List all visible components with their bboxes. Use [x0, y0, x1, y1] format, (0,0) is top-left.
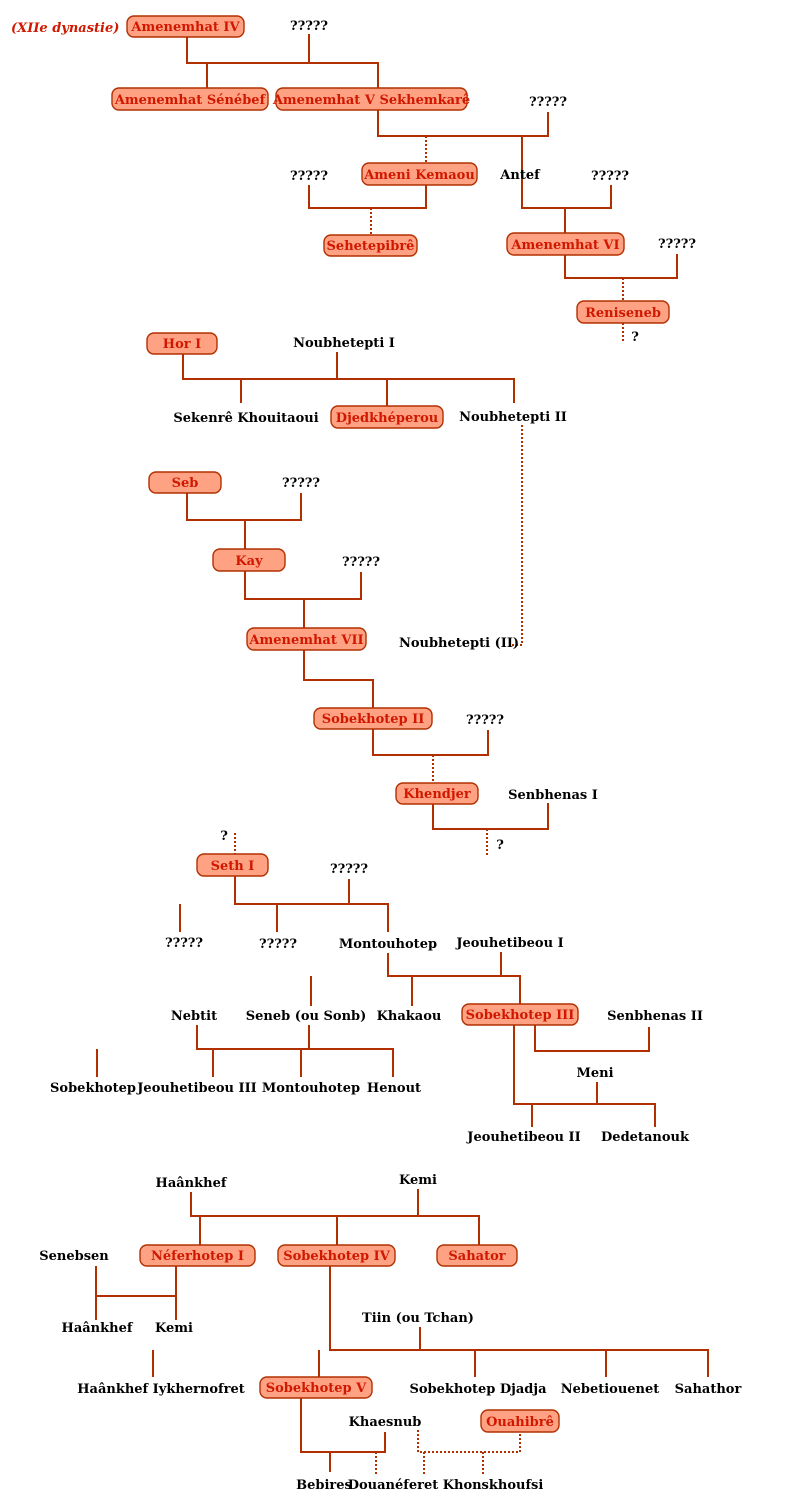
person-unknown: ????? — [529, 95, 567, 110]
person-unknown: ????? — [259, 937, 297, 952]
person-box-amenemhat-senebef: Amenemhat Sénébef — [111, 87, 269, 111]
person-label: Amenemhat VII — [248, 633, 363, 648]
person-khakaou: Khakaou — [377, 1009, 442, 1024]
person-dedetanouk: Dedetanouk — [601, 1130, 690, 1145]
person-label: Néferhotep I — [151, 1249, 244, 1264]
person-label: Khendjer — [403, 787, 471, 802]
person-label: Amenemhat Sénébef — [114, 93, 267, 108]
person-tiin: Tiin (ou Tchan) — [362, 1311, 474, 1326]
person-kemi-child: Kemi — [155, 1321, 193, 1336]
person-unknown: ????? — [330, 862, 368, 877]
person-box-sahator: Sahator — [436, 1244, 518, 1267]
person-unknown: ????? — [466, 713, 504, 728]
person-box-amenemhat-vii: Amenemhat VII — [246, 627, 367, 651]
person-label: Amenemhat IV — [130, 20, 240, 35]
person-noubhetepti-ii: Noubhetepti II — [459, 410, 567, 425]
person-senebsen: Senebsen — [39, 1249, 109, 1264]
person-box-neferhotep-i: Néferhotep I — [139, 1244, 256, 1267]
person-unknown: ????? — [658, 237, 696, 252]
person-jeouhetibeou-i: Jeouhetibeou I — [455, 936, 563, 951]
person-box-kay: Kay — [212, 548, 286, 572]
dynasty-label: (XIIe dynastie) — [11, 21, 119, 36]
person-label: Reniseneb — [585, 306, 661, 321]
person-box-sobekhotep-v: Sobekhotep V — [259, 1376, 373, 1399]
person-label: Amenemhat VI — [510, 238, 619, 253]
person-sobekhotep-djadja: Sobekhotep Djadja — [409, 1382, 547, 1397]
person-box-sobekhotep-ii: Sobekhotep II — [313, 707, 433, 730]
person-sahathor: Sahathor — [675, 1382, 742, 1397]
person-henout: Henout — [367, 1081, 421, 1096]
person-box-reniseneb: Reniseneb — [576, 300, 670, 324]
person-box-amenemhat-vi: Amenemhat VI — [506, 232, 625, 256]
person-unknown: ????? — [290, 19, 328, 34]
person-unknown: ????? — [165, 936, 203, 951]
person-box-amenemhat-iv: Amenemhat IV — [126, 15, 245, 38]
person-box-djedkheperou: Djedkhéperou — [330, 405, 444, 429]
person-label: Sobekhotep II — [322, 712, 425, 727]
person-label: Seb — [172, 476, 199, 491]
person-bebires: Bebires — [296, 1478, 352, 1493]
person-box-sobekhotep-iii: Sobekhotep III — [461, 1003, 579, 1026]
person-seneb: Seneb (ou Sonb) — [246, 1009, 367, 1024]
person-khaesnub: Khaesnub — [349, 1415, 422, 1430]
person-label: Kay — [235, 554, 263, 569]
person-meni: Meni — [576, 1066, 613, 1081]
person-montouhotep-child: Montouhotep — [262, 1081, 360, 1096]
person-label: Sobekhotep III — [466, 1008, 575, 1023]
person-box-hor-i: Hor I — [146, 332, 218, 355]
person-montouhotep: Montouhotep — [339, 937, 437, 952]
person-box-khendjer: Khendjer — [395, 782, 479, 805]
person-label: Sehetepibrê — [327, 239, 415, 254]
person-nebtit: Nebtit — [171, 1009, 217, 1024]
person-unknown: ????? — [282, 476, 320, 491]
person-box-ameni-kemaou: Ameni Kemaou — [361, 162, 478, 186]
person-noubhetepti-i: Noubhetepti I — [293, 336, 395, 351]
person-jeouhetibeou-ii: Jeouhetibeou II — [466, 1130, 580, 1145]
person-label: Ameni Kemaou — [363, 168, 475, 183]
person-kemi: Kemi — [399, 1173, 437, 1188]
person-label: Hor I — [163, 337, 201, 352]
person-label: Sobekhotep V — [266, 1381, 367, 1396]
person-noubhetepti-ii-repeat: Noubhetepti (II) — [399, 636, 519, 651]
person-khonskhoufsi: Khonskhoufsi — [443, 1478, 544, 1493]
person-label: Seth I — [211, 859, 255, 874]
person-jeouhetibeou-iii: Jeouhetibeou III — [136, 1081, 256, 1096]
person-label: Sahator — [448, 1249, 505, 1264]
person-senbhenas-i: Senbhenas I — [508, 788, 598, 803]
person-senbhenas-ii: Senbhenas II — [607, 1009, 703, 1024]
unknown-descendant-marker: ? — [496, 838, 504, 853]
person-haankhef: Haânkhef — [156, 1176, 228, 1191]
person-nebetiouenet: Nebetiouenet — [561, 1382, 660, 1397]
person-haankhef-child: Haânkhef — [62, 1321, 134, 1336]
person-box-seb: Seb — [148, 471, 222, 494]
person-unknown: ????? — [290, 169, 328, 184]
person-unknown: ????? — [342, 555, 380, 570]
person-label: Ouahibrê — [486, 1415, 554, 1430]
person-box-seth-i: Seth I — [196, 853, 269, 877]
person-douaneferet: Douanéferet — [348, 1478, 439, 1493]
person-unknown: ????? — [591, 169, 629, 184]
person-box-amenemhat-v: Amenemhat V Sekhemkarê — [272, 87, 470, 111]
person-label: Sobekhotep IV — [283, 1249, 391, 1264]
connector-lines — [95, 34, 709, 1474]
person-sekenre-khouitaoui: Sekenrê Khouitaoui — [173, 411, 318, 426]
person-label: Amenemhat V Sekhemkarê — [272, 93, 470, 108]
person-box-sobekhotep-iv: Sobekhotep IV — [277, 1244, 396, 1267]
person-box-sehetepibre: Sehetepibrê — [323, 234, 418, 257]
person-sobekhotep-child: Sobekhotep — [50, 1081, 136, 1096]
unknown-descendant-marker: ? — [631, 330, 639, 345]
unknown-ancestor-marker: ? — [220, 829, 228, 844]
person-antef: Antef — [499, 168, 541, 183]
person-box-ouahibre: Ouahibrê — [480, 1409, 560, 1433]
person-label: Djedkhéperou — [336, 411, 438, 426]
person-haankhef-iykhernofret: Haânkhef Iykhernofret — [77, 1382, 244, 1397]
